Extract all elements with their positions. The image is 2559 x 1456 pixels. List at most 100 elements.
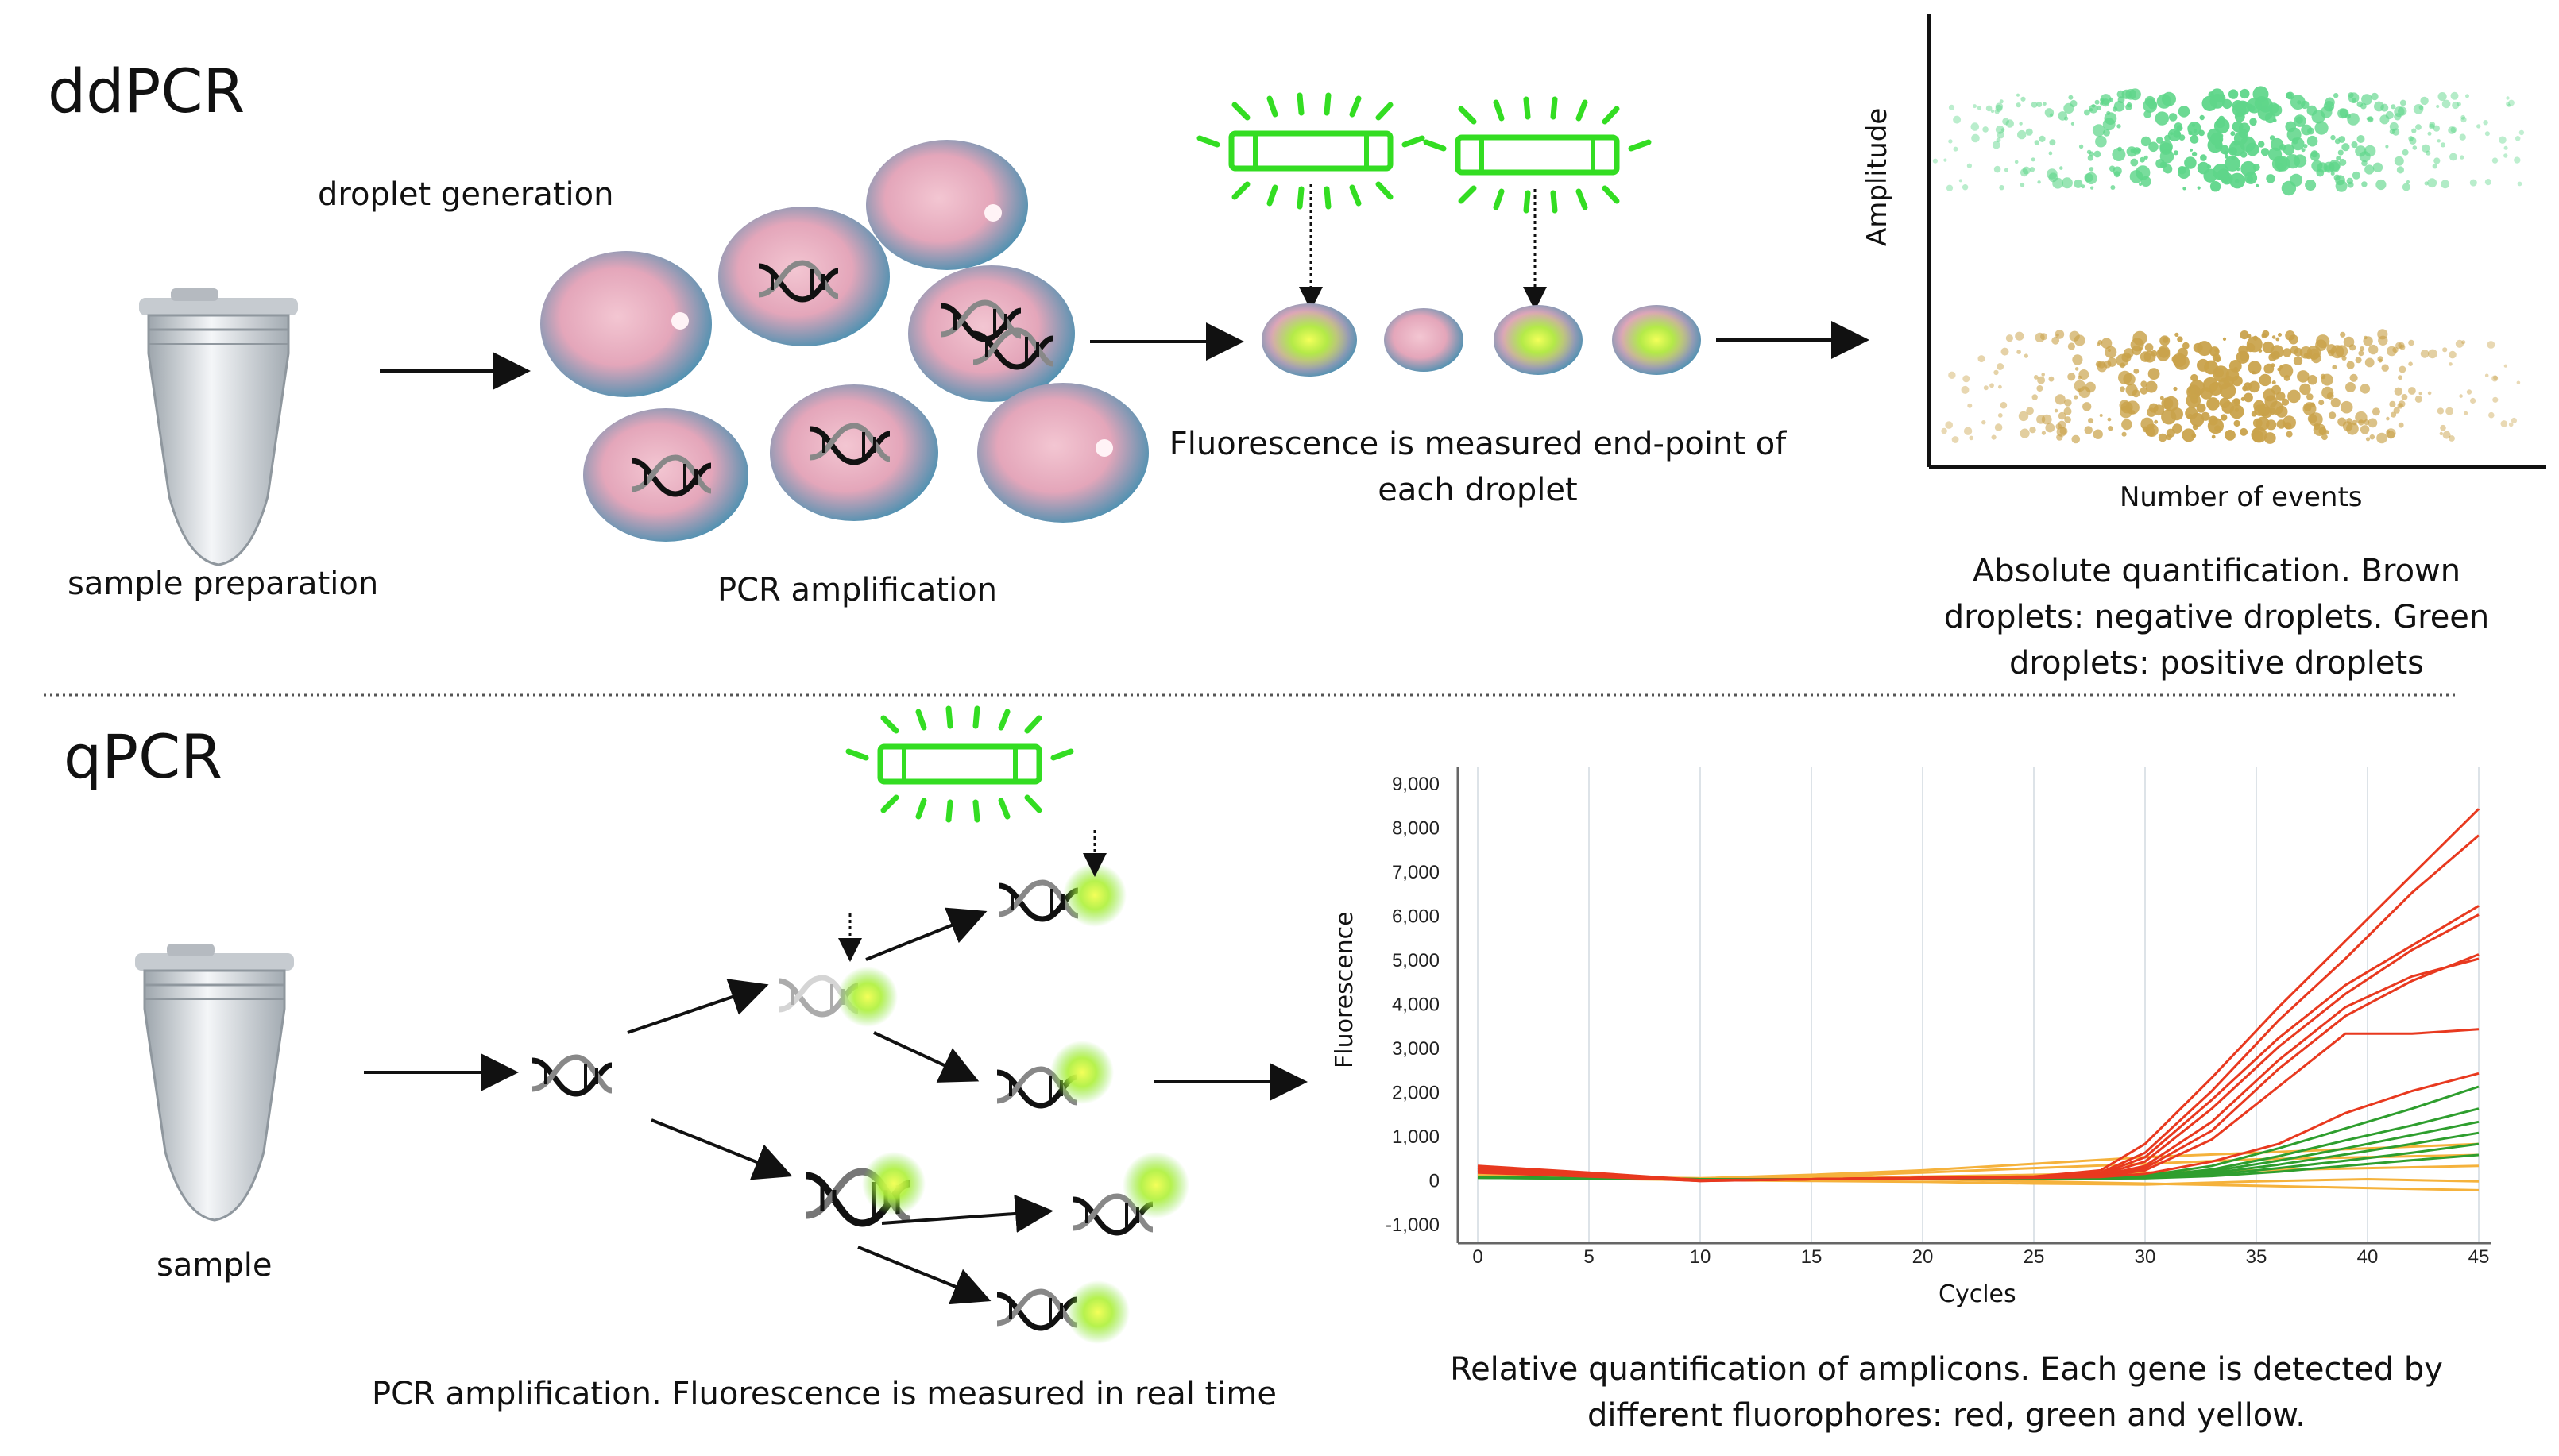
droplet-event-dot <box>2465 94 2469 98</box>
droplet-event-dot <box>2418 392 2422 396</box>
droplet-event-dot <box>2394 156 2404 166</box>
droplet-event-dot <box>2326 392 2334 400</box>
droplet-event-dot <box>1994 109 2000 114</box>
droplet-event-dot <box>2074 367 2079 371</box>
droplet-event-dot <box>2455 339 2464 348</box>
droplet-event-dot <box>2031 101 2038 108</box>
droplet-event-dot <box>2029 167 2035 172</box>
droplet-event-dot <box>2120 386 2125 392</box>
droplet-event-dot <box>2000 347 2009 356</box>
droplet-event-dot <box>1990 109 1995 114</box>
y-tick-label: 6,000 <box>1392 906 1440 928</box>
droplet-event-dot <box>2112 148 2126 161</box>
droplet-event-dot <box>1961 385 1970 394</box>
droplet-event-dot <box>2022 166 2031 175</box>
droplet-event-dot <box>2299 383 2311 396</box>
droplet-event-dot <box>2105 346 2117 358</box>
droplet-event-dot <box>2247 176 2253 183</box>
cycles-axis-label: Cycles <box>1939 1280 2016 1308</box>
droplet-event-dot <box>2041 373 2045 377</box>
droplet-event-dot <box>2310 151 2320 161</box>
droplet-event-dot <box>2427 131 2432 136</box>
droplet-event-dot <box>2197 341 2213 357</box>
droplet-event-dot <box>1982 126 1989 133</box>
droplet-event-dot <box>2222 98 2232 110</box>
droplet-event-dot <box>2440 424 2446 431</box>
droplet-event-dot <box>2059 166 2063 170</box>
droplet-event-dot <box>2248 380 2260 393</box>
droplet-event-dot <box>2391 104 2396 110</box>
droplet-event-dot <box>2464 411 2468 415</box>
droplet-event-dot <box>2221 414 2228 421</box>
droplet-event-dot <box>2117 146 2123 152</box>
droplet-event-dot <box>2352 98 2356 103</box>
droplet-event-dot <box>2230 131 2236 137</box>
droplets-cluster <box>540 140 1149 542</box>
droplet-event-dot <box>2507 103 2511 107</box>
droplet-event-dot <box>2279 364 2294 378</box>
droplet-event-dot <box>2063 102 2074 114</box>
droplet-event-dot <box>2323 101 2335 112</box>
droplet-event-dot <box>2078 144 2084 149</box>
droplet-event-dot <box>2248 361 2262 375</box>
droplet-event-dot <box>1994 423 2003 431</box>
droplet-event-dot <box>2301 148 2306 153</box>
droplet-event-dot <box>2318 400 2325 406</box>
droplet-event-dot <box>2356 135 2365 143</box>
droplet-event-dot <box>2429 122 2436 128</box>
droplet-event-dot <box>2364 164 2375 175</box>
droplet-event-dot <box>2091 104 2096 108</box>
droplet-event-dot <box>2341 143 2350 152</box>
droplet-event-dot <box>2024 353 2028 358</box>
y-tick-labels: -1,00001,0002,0003,0004,0005,0006,0007,0… <box>1386 774 1440 1236</box>
droplet-event-dot <box>2361 160 2368 167</box>
x-tick-label: 30 <box>2135 1246 2156 1268</box>
droplet-event-dot <box>2293 356 2303 365</box>
droplet-event-dot <box>2457 102 2461 106</box>
y-tick-label: -1,000 <box>1386 1215 1440 1236</box>
droplet-event-dot <box>2339 158 2347 166</box>
droplet-event-dot <box>2295 116 2303 124</box>
droplet-event-dot <box>2301 100 2310 110</box>
droplet-event-dot <box>2402 183 2410 191</box>
droplet-event-dot <box>1989 383 1994 388</box>
droplet-event-dot <box>2233 366 2238 372</box>
droplet-event-dot <box>2210 133 2224 146</box>
droplet-event-dot <box>2154 419 2159 424</box>
droplet-event-dot <box>2346 361 2355 369</box>
droplet-event-dot <box>2449 153 2457 161</box>
droplet-event-dot <box>2493 375 2498 380</box>
droplet-event-dot <box>2036 102 2043 107</box>
droplet-event-dot <box>2103 129 2110 137</box>
droplet-event-dot <box>1977 355 1985 363</box>
droplet-event-dot <box>2093 429 2103 439</box>
droplet-event-dot <box>2089 151 2095 157</box>
droplet-event-dot <box>2381 364 2389 372</box>
droplet-event-dot <box>2283 348 2292 357</box>
droplet-event-dot <box>2209 181 2221 192</box>
x-tick-label: 45 <box>2468 1246 2490 1268</box>
droplet-event-dot <box>2378 335 2388 346</box>
droplet-event-dot <box>2385 145 2389 149</box>
droplet-event-dot <box>2412 145 2418 150</box>
droplet-event-dot <box>2190 135 2199 144</box>
droplet-event-dot <box>2064 116 2069 121</box>
droplet-event-dot <box>2258 349 2263 353</box>
light-source-icon <box>1200 95 1422 207</box>
droplet-event-dot <box>2199 114 2205 121</box>
droplet-event-dot <box>2256 183 2259 187</box>
droplet-event-dot <box>2191 433 2197 438</box>
droplet-event-dot <box>2158 433 2167 442</box>
droplet-event-dot <box>2043 102 2047 106</box>
droplet-event-dot <box>2385 110 2394 120</box>
droplet-event-dot <box>2348 92 2360 103</box>
droplet-event-dot <box>2068 95 2074 100</box>
droplet-event-dot <box>2182 342 2190 350</box>
droplet-event-dot <box>1995 104 2003 112</box>
droplet-event-dot <box>2258 141 2265 148</box>
droplet-event-dot <box>2442 347 2448 353</box>
droplet-event-dot <box>2139 183 2143 186</box>
droplet-event-dot <box>2084 426 2093 434</box>
droplet-event-dot <box>2213 365 2229 382</box>
droplet-event-dot <box>2129 170 2143 183</box>
